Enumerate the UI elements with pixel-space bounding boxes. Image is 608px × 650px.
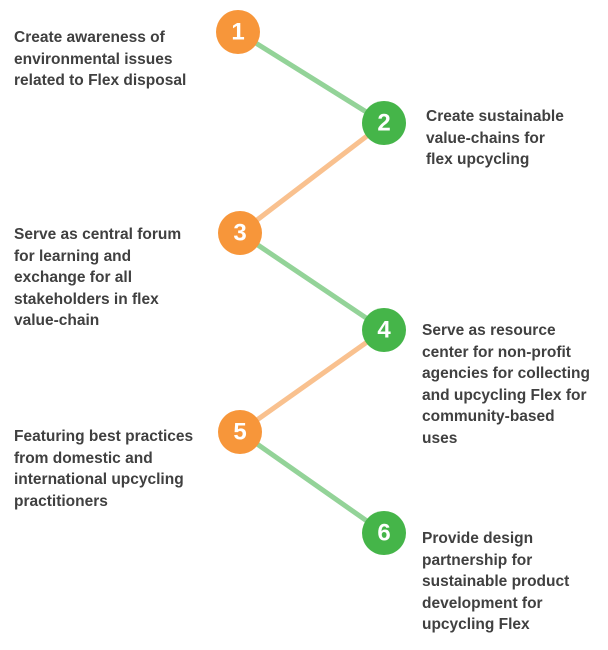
description-line: Serve as central forum (14, 226, 182, 243)
connector-line-4-5 (237, 327, 387, 435)
description-line: partnership for (422, 551, 533, 569)
description-line: environmental issues (14, 50, 173, 68)
step-description-1: Create awareness of environmental issues r… (14, 27, 186, 92)
step-circle-2 (362, 101, 406, 145)
description-line: Serve as resource (422, 322, 556, 339)
connector-line-5-6 (237, 429, 387, 536)
step-node-2: 2 (362, 101, 406, 145)
description-line: from domestic and (14, 449, 153, 467)
step-circle-3 (218, 211, 262, 255)
description-line: exchange for all (14, 269, 133, 286)
step-description-4: Serve as resource center for non-profit ag… (422, 320, 590, 449)
step-description-6: Provide design partnership for sustainable… (422, 528, 569, 636)
connector-line-2-3 (237, 120, 387, 236)
description-line: value-chain (14, 312, 100, 329)
description-line: upcycling Flex (422, 616, 530, 633)
connector-line-1-2 (235, 29, 387, 126)
step-node-1: 1 (216, 10, 260, 54)
step-number-5: 5 (233, 418, 246, 445)
step-node-5: 5 (218, 410, 262, 454)
description-line: Provide design (422, 530, 534, 547)
description-line: sustainable product (422, 573, 570, 590)
step-circle-5 (218, 410, 262, 454)
step-circle-4 (362, 308, 406, 352)
description-line: stakeholders in flex (14, 290, 159, 308)
description-line: community-based (422, 408, 555, 425)
step-circle-6 (362, 511, 406, 555)
step-nodes: 1 2 3 4 5 6 (216, 10, 406, 555)
description-line: uses (422, 429, 458, 447)
step-number-2: 2 (377, 109, 390, 136)
description-line: practitioners (14, 492, 108, 510)
step-number-3: 3 (233, 219, 246, 246)
step-circle-1 (216, 10, 260, 54)
step-description-3: Serve as central forum for learning and ex… (14, 224, 181, 332)
description-line: international upcycling (14, 471, 184, 488)
connector-line-3-4 (237, 230, 387, 333)
step-node-4: 4 (362, 308, 406, 352)
connectors (235, 29, 387, 536)
step-number-1: 1 (231, 18, 244, 45)
step-number-6: 6 (377, 519, 390, 546)
description-line: center for non-profit (422, 343, 571, 361)
description-line: related to Flex disposal (14, 72, 187, 89)
description-line: for learning and (14, 247, 132, 265)
description-line: Create sustainable (426, 108, 564, 125)
step-number-4: 4 (377, 316, 391, 343)
description-line: development for (422, 594, 543, 612)
step-description-5: Featuring best practices from domestic an… (14, 426, 193, 512)
step-node-6: 6 (362, 511, 406, 555)
description-line: agencies for collecting (422, 365, 590, 382)
description-line: Featuring best practices (14, 428, 194, 445)
description-line: and upcycling Flex for (422, 386, 587, 404)
description-line: flex upcycling (426, 151, 530, 168)
step-description-2: Create sustainable value-chains for flex u… (426, 106, 564, 171)
step-node-3: 3 (218, 211, 262, 255)
description-line: value-chains for (426, 129, 545, 147)
description-line: Create awareness of (14, 29, 165, 46)
